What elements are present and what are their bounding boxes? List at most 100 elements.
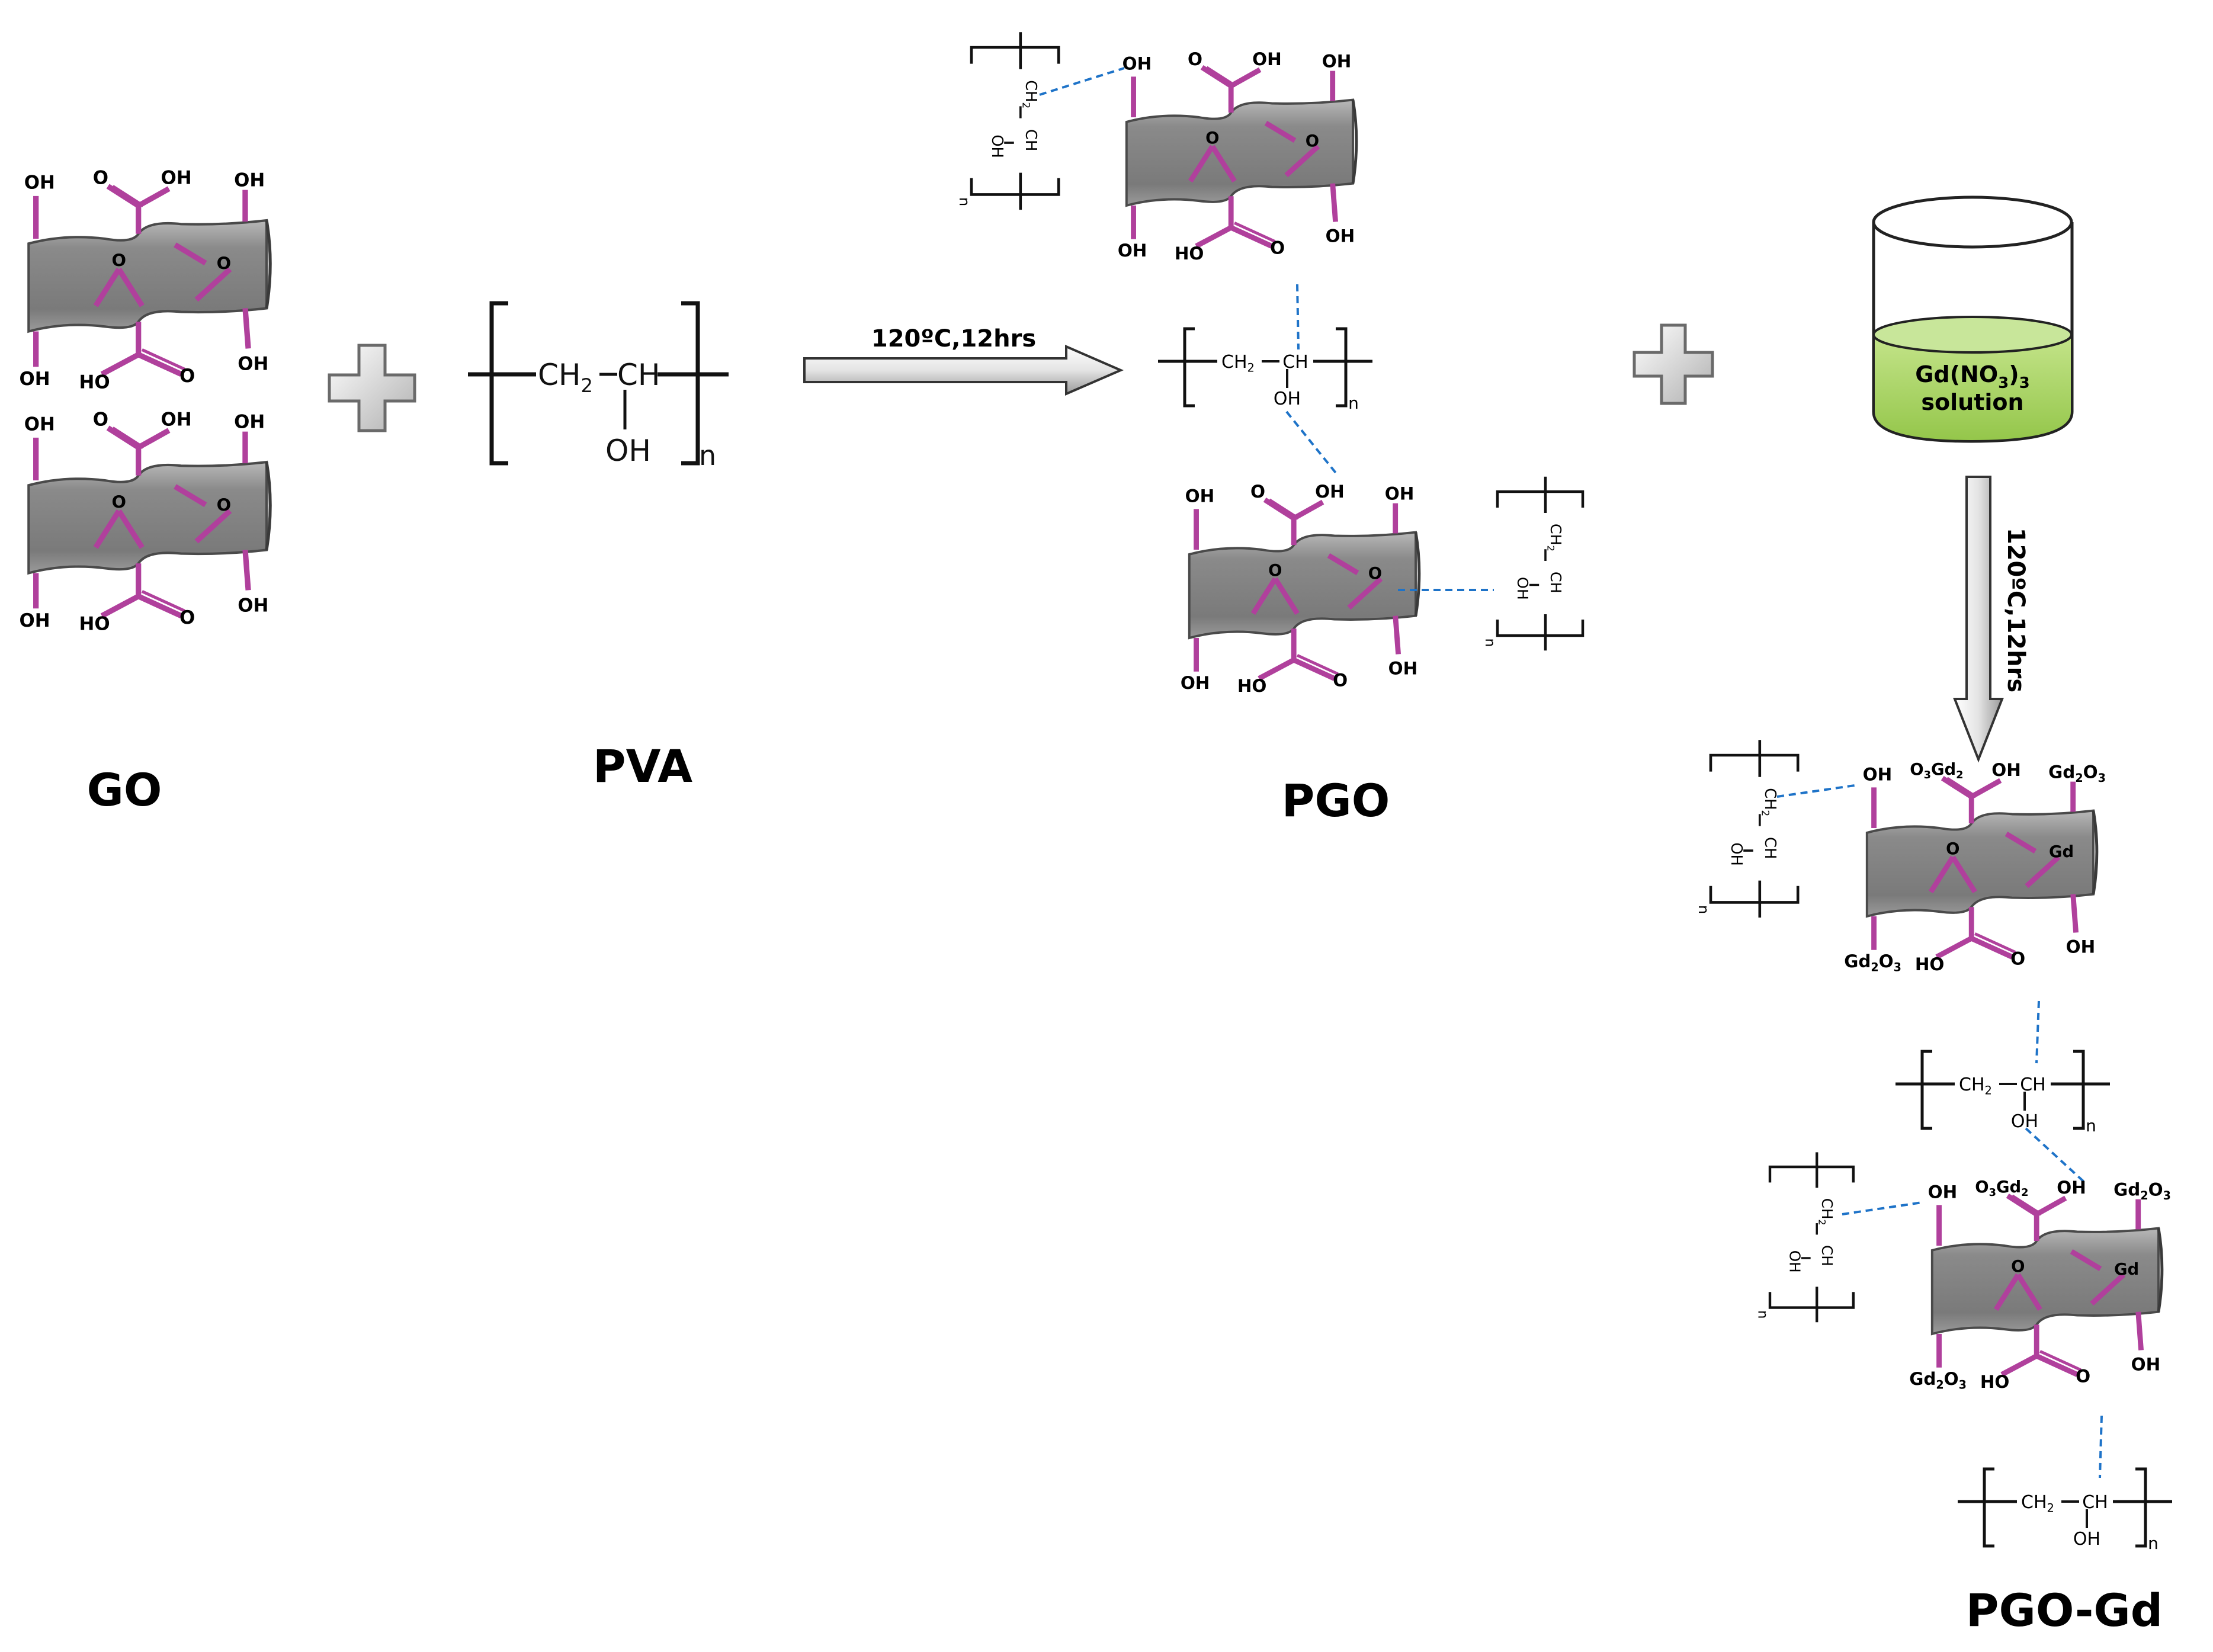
oh-group: OH bbox=[238, 595, 268, 616]
ho-group: HO bbox=[1980, 1372, 2010, 1392]
bond-line bbox=[2011, 1194, 2042, 1216]
pva-ch2: CH2 bbox=[1221, 352, 1255, 375]
bond-line bbox=[1195, 225, 1233, 249]
ho-group: HO bbox=[1915, 954, 1945, 974]
oh-group: OH bbox=[20, 368, 50, 390]
ho-group: HO bbox=[79, 371, 110, 393]
pva-n: n bbox=[699, 440, 716, 471]
oh-group: OH bbox=[234, 411, 265, 432]
pva-ch2: CH2 bbox=[1959, 1074, 1992, 1098]
oh-group: OH bbox=[1122, 54, 1152, 74]
pva-n: n bbox=[1755, 1310, 1771, 1319]
pva-structure: CH2 CH OH n bbox=[468, 301, 729, 471]
pva-ch: CH bbox=[1761, 837, 1779, 859]
bond-line bbox=[1230, 225, 1273, 249]
label-go: GO bbox=[87, 764, 162, 816]
oh-group: OH bbox=[1385, 484, 1415, 504]
epoxide-o: O bbox=[2011, 1258, 2025, 1276]
bond-line bbox=[1970, 778, 2002, 799]
gd2o3-group: Gd2O3 bbox=[1909, 1369, 1967, 1391]
bond-line bbox=[174, 242, 207, 266]
bond-line bbox=[1292, 499, 1324, 521]
bond-line bbox=[1970, 936, 2013, 960]
bond-line bbox=[116, 268, 145, 307]
gd-atom: Gd bbox=[2049, 843, 2074, 861]
bond-line bbox=[1292, 657, 1336, 681]
bond-line bbox=[1250, 577, 1278, 615]
oh-group: OH bbox=[1315, 482, 1345, 502]
bond-line bbox=[2039, 1350, 2081, 1371]
bond-line bbox=[1951, 855, 1977, 894]
bond-line bbox=[137, 352, 182, 377]
ho-group: HO bbox=[1175, 243, 1204, 264]
label-pva: PVA bbox=[593, 740, 692, 793]
o-group: O bbox=[179, 365, 195, 387]
oh-group: OH bbox=[2066, 937, 2096, 957]
pva-ch2: CH2 bbox=[538, 358, 593, 397]
ho-group: HO bbox=[79, 613, 110, 634]
bond-line bbox=[2000, 1353, 2038, 1377]
pva-ch: CH bbox=[1547, 572, 1564, 594]
oh-group: OH bbox=[161, 167, 191, 188]
bond-line bbox=[1330, 183, 1338, 222]
bond-line bbox=[1928, 855, 1955, 894]
pva-ch2: CH2 bbox=[2021, 1492, 2054, 1515]
bond-line bbox=[1327, 553, 1359, 575]
bond-line bbox=[1993, 1273, 2020, 1311]
pva-oh: OH bbox=[988, 134, 1006, 158]
bond-line bbox=[1297, 654, 1339, 675]
bond-line bbox=[2025, 855, 2061, 888]
hydrogen-bond bbox=[1776, 784, 1859, 798]
bond-line bbox=[106, 184, 140, 208]
hydrogen-bond bbox=[2035, 1000, 2040, 1064]
o-group: O bbox=[1270, 238, 1285, 258]
plus-icon bbox=[328, 344, 416, 432]
oh-group: OH bbox=[161, 409, 191, 430]
pva-ch2: CH2 bbox=[1759, 788, 1779, 816]
pva-ch: CH bbox=[2020, 1074, 2046, 1095]
oh-group: OH bbox=[20, 610, 50, 631]
bond-line bbox=[1263, 498, 1295, 521]
epoxide-o: O bbox=[1946, 840, 1959, 858]
hydrogen-bond bbox=[2025, 1127, 2085, 1183]
bond-line bbox=[1205, 66, 1237, 88]
beaker-line-1: Gd(NO3)3 bbox=[1915, 361, 2029, 392]
bond-line bbox=[1935, 936, 1973, 960]
bond-line bbox=[2035, 1195, 2067, 1217]
hydrogen-bond bbox=[1039, 67, 1125, 96]
bond-line bbox=[137, 594, 182, 618]
hydrogen-bond bbox=[2099, 1415, 2103, 1478]
bond-line bbox=[2035, 1353, 2079, 1377]
pva-ch: CH bbox=[1022, 129, 1040, 151]
hydrogen-bond bbox=[1296, 284, 1300, 350]
bond-line bbox=[194, 509, 232, 544]
bond-line bbox=[2004, 832, 2037, 854]
oh-group: OH bbox=[1863, 765, 1893, 785]
o3gd2-group: O3Gd2 bbox=[1910, 761, 1963, 781]
pva-n: n bbox=[956, 197, 973, 206]
epoxide-o: O bbox=[1368, 564, 1382, 583]
bond-line bbox=[1974, 932, 2016, 954]
oh-group: OH bbox=[1252, 49, 1282, 69]
oh-group: OH bbox=[1326, 226, 1355, 246]
epoxide-o: O bbox=[111, 492, 126, 512]
o-group: O bbox=[1250, 482, 1265, 502]
ho-group: HO bbox=[1237, 676, 1267, 696]
pva-oh: OH bbox=[1727, 842, 1745, 866]
bond-line bbox=[2135, 1311, 2144, 1351]
pva-n: n bbox=[2086, 1116, 2096, 1135]
sheet-body bbox=[1930, 1227, 2160, 1336]
epoxide-o: O bbox=[111, 250, 126, 270]
bond-line bbox=[242, 308, 251, 349]
bond-line bbox=[194, 267, 232, 302]
